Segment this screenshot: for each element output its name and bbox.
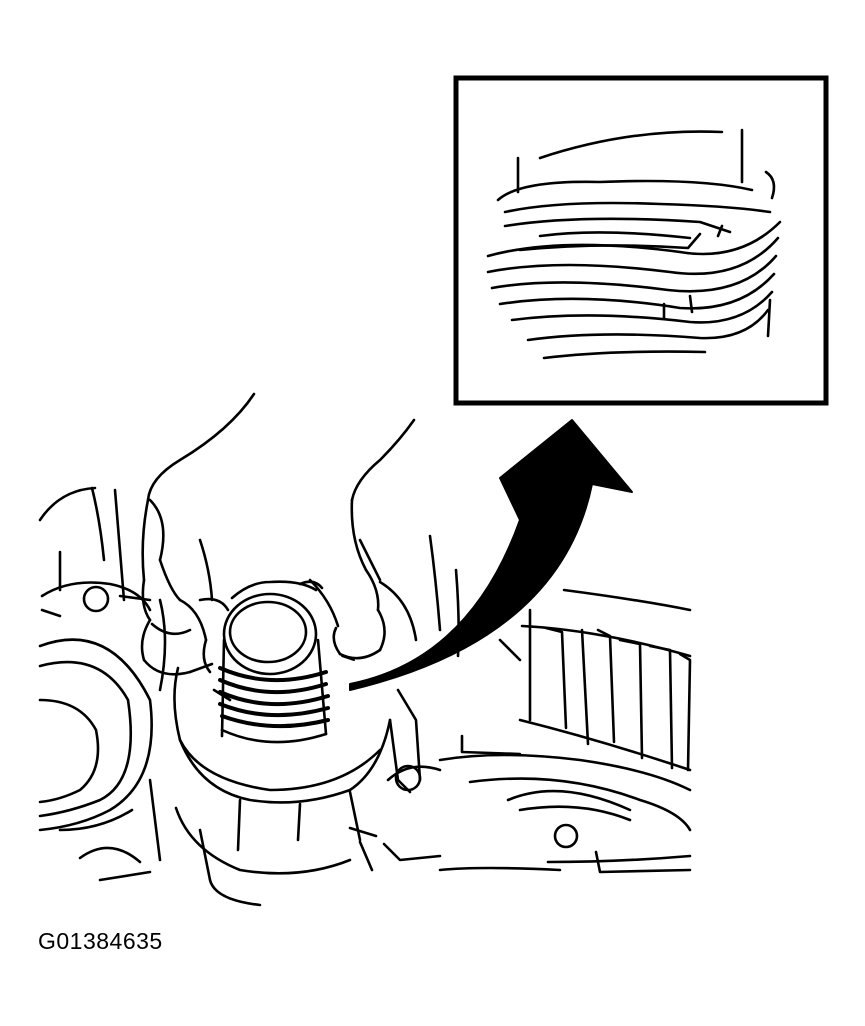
transmission-housing	[38, 486, 460, 907]
inset-frame	[453, 75, 829, 406]
technician-hands	[140, 392, 416, 676]
curved-arrow-icon	[349, 419, 633, 691]
clutch-drum	[438, 588, 692, 874]
inset-thread-detail	[486, 128, 782, 360]
threaded-plug	[218, 592, 330, 744]
detail-inset	[453, 75, 829, 406]
figure-id-label: G01384635	[38, 928, 163, 954]
